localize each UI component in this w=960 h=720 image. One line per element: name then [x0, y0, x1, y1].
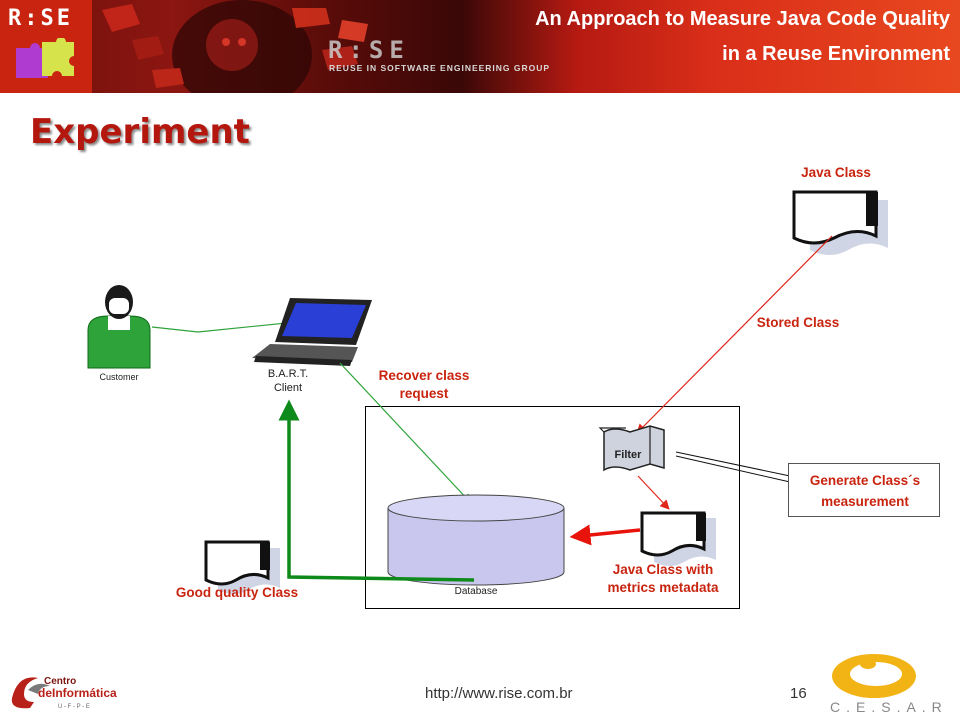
presentation-title-line-1: An Approach to Measure Java Code Quality [535, 8, 950, 30]
filter-icon [598, 425, 665, 472]
laptop-icon [252, 298, 372, 366]
stored-class-label: Stored Class [756, 315, 840, 330]
generate-measurement-label: Generate Class´s measurement [809, 473, 921, 509]
database-label: Database [455, 586, 498, 597]
measure-connector-2 [675, 455, 791, 483]
header-banner: R:SE R:SE REUSE IN SOFTWARE ENGINEERING … [0, 0, 960, 93]
centro-informatica-logo: Centro deInformática U - F - P - E [11, 676, 117, 710]
banner-subtitle: REUSE IN SOFTWARE ENGINEERING GROUP [329, 63, 551, 73]
stored-class-line [636, 235, 833, 434]
customer-label: Customer [99, 372, 138, 382]
java-metrics-document-icon [640, 511, 716, 566]
java-class-document-icon [792, 190, 888, 255]
client-label-2: Client [274, 382, 302, 394]
metadata-store-arrow [569, 524, 641, 546]
database-icon [387, 494, 565, 586]
puzzle-collage-image [102, 0, 368, 93]
customer-connection-line [151, 315, 319, 333]
measurement-callout-box: Generate Class´s measurement [788, 463, 940, 517]
client-label-1: B.A.R.T. [268, 368, 308, 380]
java-metrics-label-2: metrics metadata [607, 580, 719, 595]
filter-label: Filter [615, 449, 643, 461]
presentation-title-line-2: in a Reuse Environment [722, 43, 950, 65]
customer-icon [87, 285, 151, 369]
cin-logo-text-3: U - F - P - E [58, 704, 90, 710]
cin-logo-text-2: deInformática [38, 686, 117, 700]
database-boundary-box [365, 406, 740, 609]
banner-rise-logo: R:SE [328, 36, 410, 64]
cesar-logo: C.E.S.A.R [830, 654, 942, 715]
puzzle-icon [16, 38, 74, 78]
java-metrics-label-1: Java Class with [612, 562, 714, 577]
recover-class-label-2: request [399, 386, 449, 401]
slide-heading: Experiment [30, 112, 250, 152]
good-quality-class-label: Good quality Class [175, 585, 299, 600]
measure-connector-1 [675, 451, 791, 477]
recover-class-label-1: Recover class [378, 368, 470, 383]
cin-logo-text-1: Centro [44, 676, 76, 687]
java-class-label: Java Class [801, 165, 871, 180]
recover-request-line [339, 362, 472, 504]
page-number: 16 [790, 685, 807, 702]
rise-logo-text: R:SE [8, 6, 73, 31]
good-quality-document-icon [204, 540, 280, 594]
filter-output-line [637, 475, 670, 510]
rise-logo: R:SE [0, 0, 92, 93]
footer-url-link[interactable]: http://www.rise.com.br [425, 685, 573, 702]
cesar-logo-text: C.E.S.A.R [830, 699, 942, 715]
return-arrow [278, 399, 475, 582]
